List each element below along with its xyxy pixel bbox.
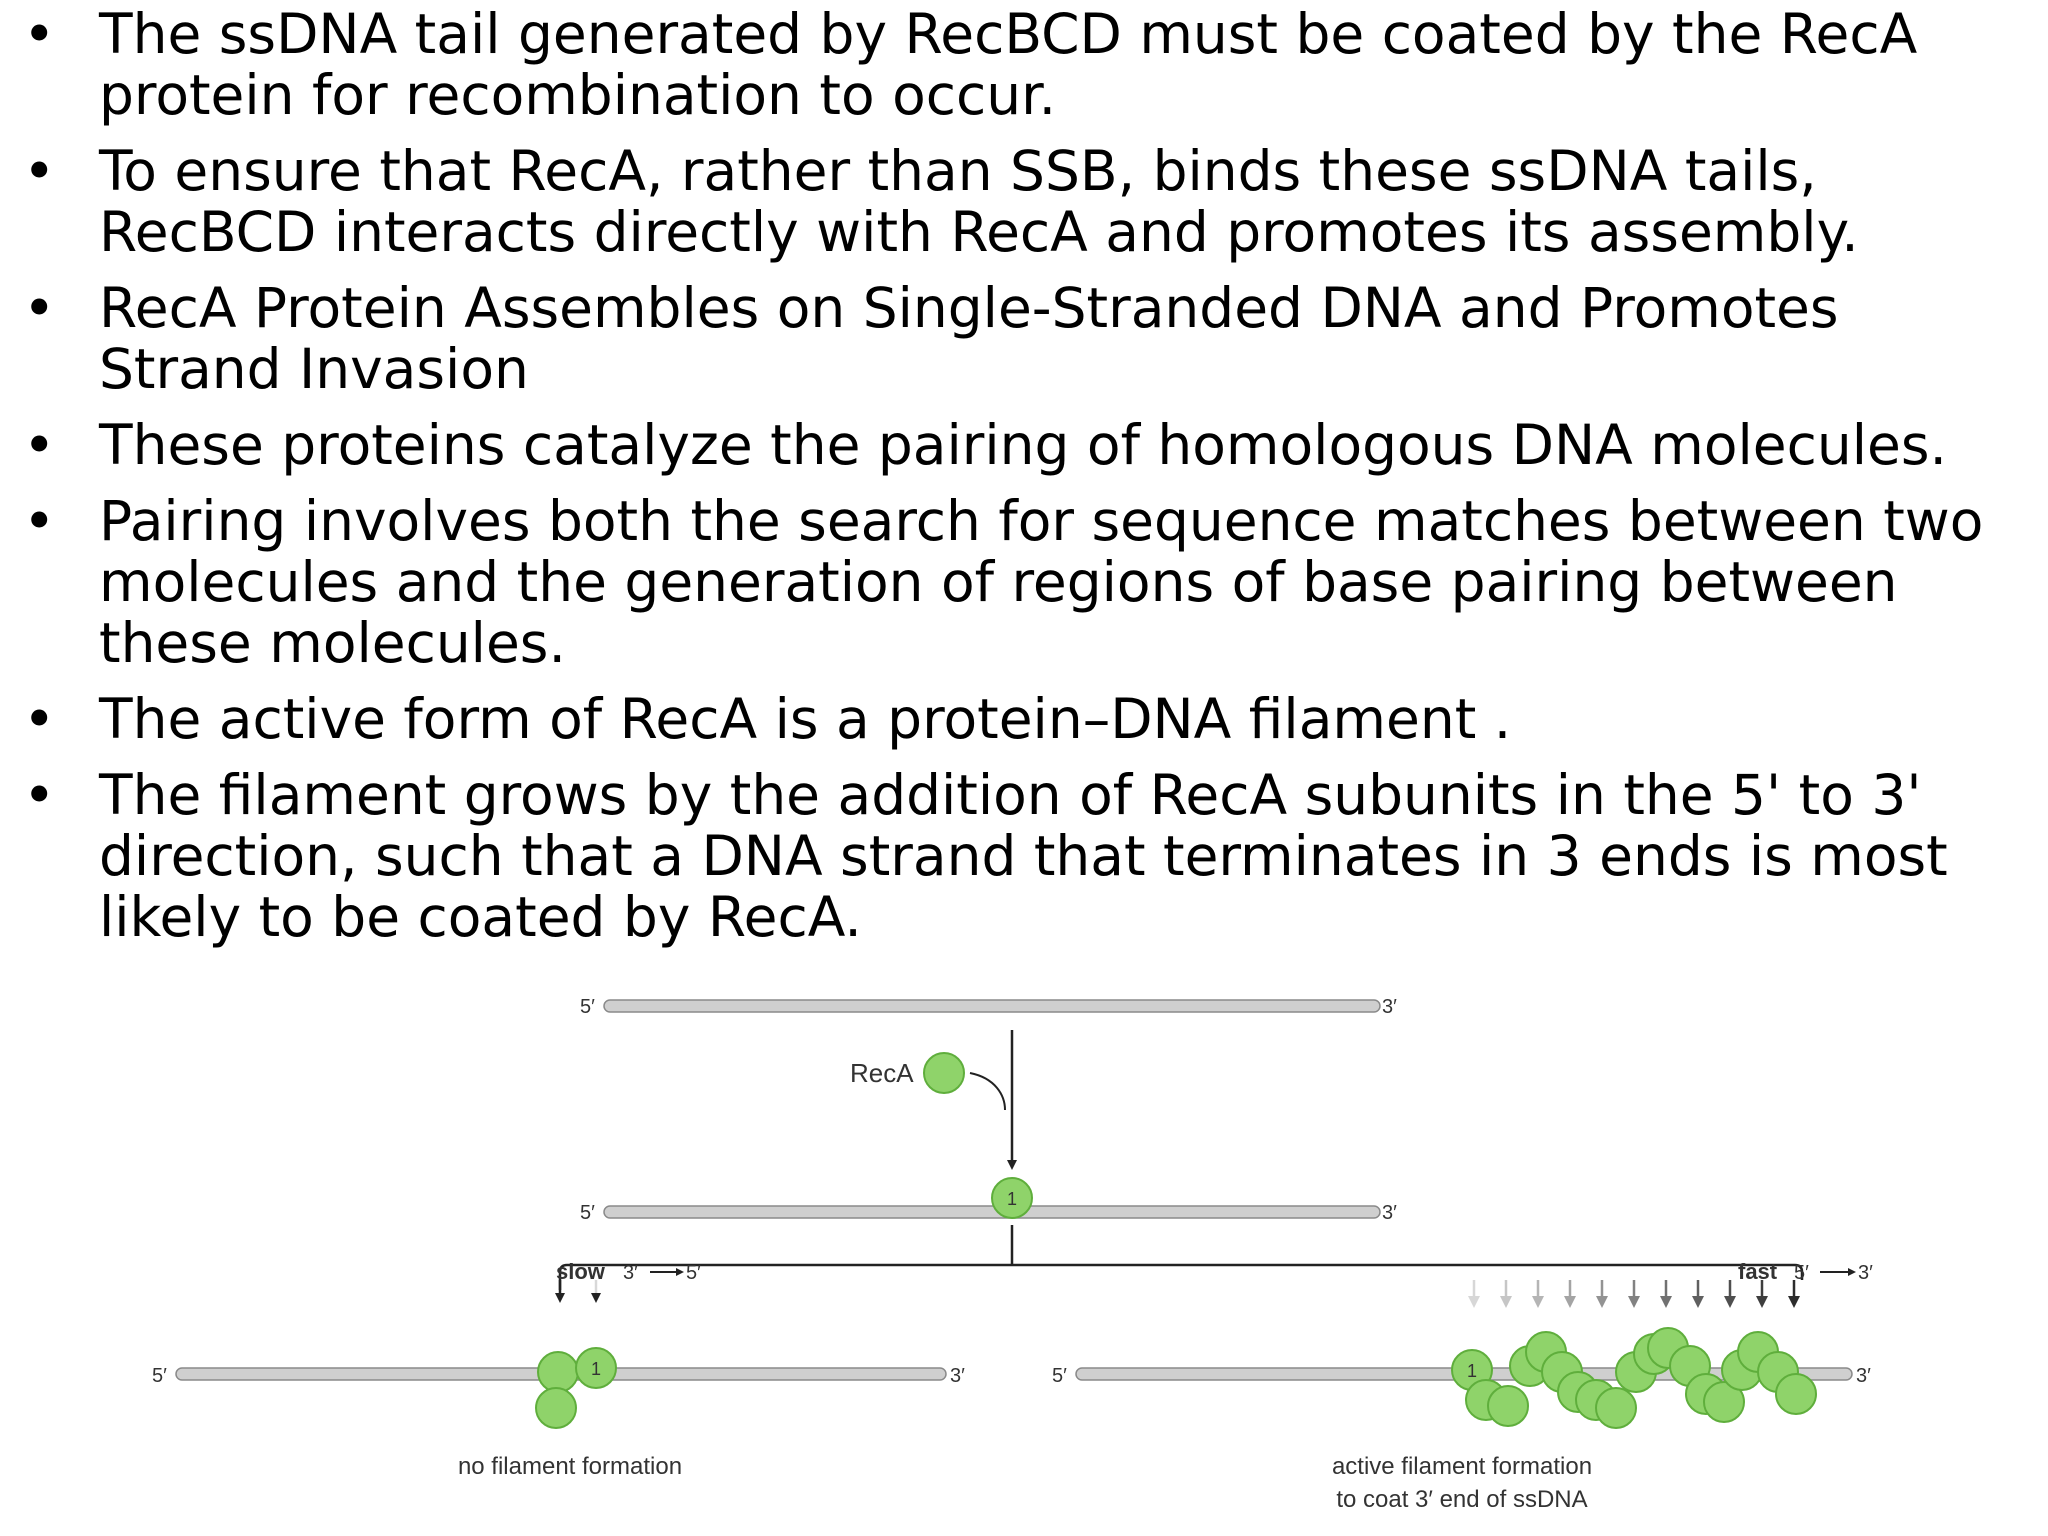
slow-direction-label: slow 3′ 5′ [556, 1259, 701, 1284]
reca-subunit-icon [1595, 1387, 1637, 1429]
bullet-dot: • [23, 763, 56, 827]
bullet-dot: • [23, 276, 56, 340]
bullet-text: To ensure that RecA, rather than SSB, bi… [99, 139, 1859, 264]
middle-strand-5-label: 5′ [580, 1202, 595, 1224]
bullet-text: The active form of RecA is a protein–DNA… [99, 687, 1512, 751]
subunit-number: 1 [1007, 1189, 1017, 1209]
fast-direction-label: fast 5′ 3′ [1738, 1259, 1873, 1284]
left-strand-5-label: 5′ [152, 1365, 167, 1387]
reca-filament-cluster [1451, 1327, 1817, 1429]
bullet-item: • The filament grows by the addition of R… [0, 765, 1989, 948]
svg-text:5′: 5′ [686, 1262, 701, 1284]
no-filament-strand: 5′ 3′ 1 [152, 1347, 965, 1429]
active-filament-strand: 5′ 3′ 1 [1052, 1327, 1871, 1429]
bullet-text: The ssDNA tail generated by RecBCD must … [99, 2, 1918, 127]
svg-text:fast: fast [1738, 1259, 1778, 1284]
middle-strand-3-label: 3′ [1382, 1202, 1397, 1224]
bullet-item: • Pairing involves both the search for se… [0, 491, 1989, 674]
reca-monomer-icon [923, 1052, 965, 1094]
bullet-text: RecA Protein Assembles on Single-Strande… [99, 276, 1839, 401]
bullet-text: These proteins catalyze the pairing of h… [99, 413, 1947, 477]
bullet-item: • These proteins catalyze the pairing of … [0, 415, 1989, 476]
left-subunit-1-icon [575, 1347, 617, 1389]
bullet-item: • To ensure that RecA, rather than SSB, b… [0, 141, 1989, 263]
branch-arrows [555, 1225, 1804, 1303]
bullet-list: • The ssDNA tail generated by RecBCD must… [0, 4, 1989, 948]
active-caption-line2: to coat 3′ end of ssDNA [1336, 1486, 1587, 1513]
top-ssdna-strand: 5′ 3′ [580, 996, 1397, 1018]
no-filament-caption: no filament formation [458, 1453, 682, 1480]
active-caption-line1: active filament formation [1332, 1453, 1592, 1480]
top-strand-3-label: 3′ [1382, 996, 1397, 1018]
reca-subunit-icon [1487, 1385, 1529, 1427]
bullet-dot: • [23, 139, 56, 203]
bullet-text: Pairing involves both the search for seq… [99, 489, 1984, 675]
nucleated-reca-icon [991, 1177, 1033, 1219]
left-strand-3-label: 3′ [950, 1365, 965, 1387]
bullet-item: • The active form of RecA is a protein–DN… [0, 689, 1989, 750]
reca-binding-curve [969, 1072, 1006, 1111]
fast-growth-arrows [1468, 1280, 1800, 1308]
svg-text:3′: 3′ [1858, 1262, 1873, 1284]
reca-filament-diagram: 5′ 3′ RecA 5′ 3′ 1 slow 3′ 5′ fast 5′ 3′ [152, 996, 1873, 1513]
bullet-dot: • [23, 687, 56, 751]
top-strand-5-label: 5′ [580, 996, 595, 1018]
svg-text:3′: 3′ [623, 1262, 638, 1284]
bullet-dot: • [23, 2, 56, 66]
right-strand-3-label: 3′ [1856, 1365, 1871, 1387]
reca-subunit-icon [1775, 1373, 1817, 1415]
bullet-item: • RecA Protein Assembles on Single-Strand… [0, 278, 1989, 400]
svg-text:5′: 5′ [1794, 1262, 1809, 1284]
middle-ssdna-strand: 5′ 3′ 1 [580, 1177, 1397, 1224]
bullet-item: • The ssDNA tail generated by RecBCD must… [0, 4, 1989, 126]
right-strand-5-label: 5′ [1052, 1365, 1067, 1387]
bullet-dot: • [23, 489, 56, 553]
svg-text:1: 1 [591, 1359, 601, 1379]
svg-text:slow: slow [556, 1259, 606, 1284]
svg-text:1: 1 [1467, 1361, 1477, 1381]
bullet-dot: • [23, 413, 56, 477]
reca-subunit-icon [1703, 1381, 1745, 1423]
bullet-text: The filament grows by the addition of Re… [99, 763, 1948, 949]
reca-label: RecA [850, 1058, 914, 1088]
